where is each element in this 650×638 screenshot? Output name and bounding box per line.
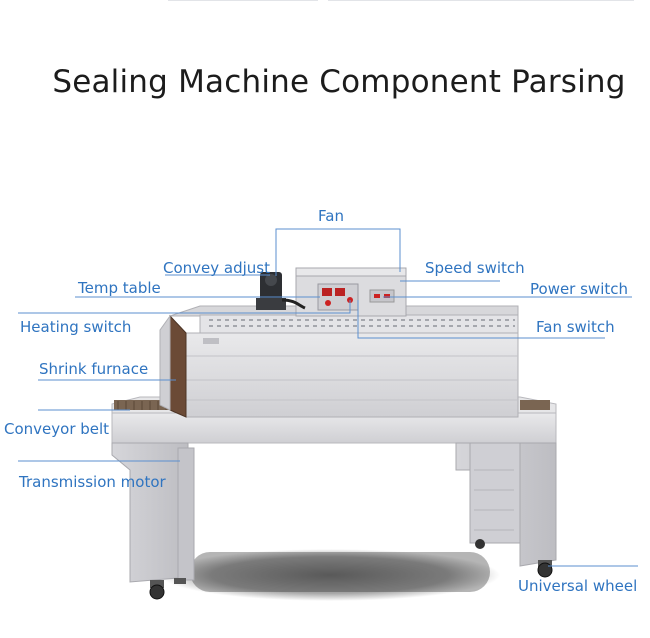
label-conveyor-belt: Conveyor belt xyxy=(4,420,110,438)
label-fan-switch: Fan switch xyxy=(536,318,615,336)
label-transmission-motor: Transmission motor xyxy=(19,473,166,491)
right-leg xyxy=(455,442,557,567)
leader-fan-switch xyxy=(357,300,605,339)
label-convey-adjust: Convey adjust xyxy=(163,259,270,277)
switch-plate xyxy=(369,289,395,303)
leader-heating-switch xyxy=(18,300,351,314)
top-divider-right xyxy=(328,0,634,1)
furnace-front xyxy=(185,332,519,418)
temp-display xyxy=(322,288,332,296)
label-heating-switch: Heating switch xyxy=(20,318,132,336)
page-title: Sealing Machine Component Parsing xyxy=(52,64,626,100)
label-shrink-furnace: Shrink furnace xyxy=(39,360,149,378)
furnace-label-plate xyxy=(203,338,219,344)
label-speed-switch: Speed switch xyxy=(425,259,525,277)
floor-shadow xyxy=(160,549,500,601)
label-temp-table: Temp table xyxy=(78,279,161,297)
label-power-switch: Power switch xyxy=(530,280,629,298)
top-divider-left xyxy=(168,0,318,1)
convey-adjust-motor xyxy=(256,272,306,310)
leader-fan xyxy=(275,228,401,276)
universal-wheels xyxy=(149,539,553,600)
label-fan: Fan xyxy=(318,207,344,225)
floor-shadow-band xyxy=(190,552,490,592)
label-universal-wheel: Universal wheel xyxy=(518,577,638,595)
